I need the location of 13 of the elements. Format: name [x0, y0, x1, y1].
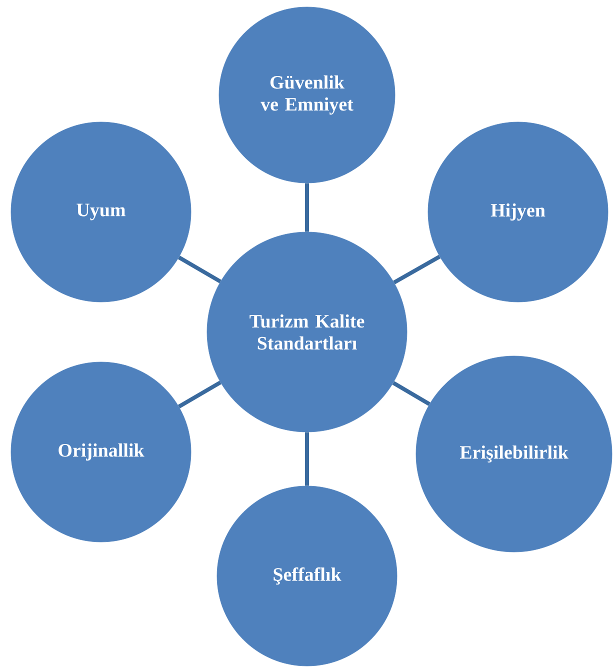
connector-line [305, 432, 309, 486]
circle-node: Uyum [10, 122, 192, 302]
connector-line [178, 256, 222, 284]
circle-node: Güvenlik ve Emniyet [218, 6, 396, 184]
circle-node: Orijinallik [10, 362, 192, 542]
circle-node: Şeffaflık [216, 486, 398, 666]
circle-node: Hijyen [428, 122, 608, 302]
circle-node: Erişilebilirlik [416, 356, 612, 552]
connector-line [178, 380, 222, 408]
connector-line [393, 254, 441, 284]
connector-line [305, 183, 309, 232]
circle-node: Turizm Kalite Standartları [206, 232, 408, 432]
connector-line [392, 381, 430, 406]
